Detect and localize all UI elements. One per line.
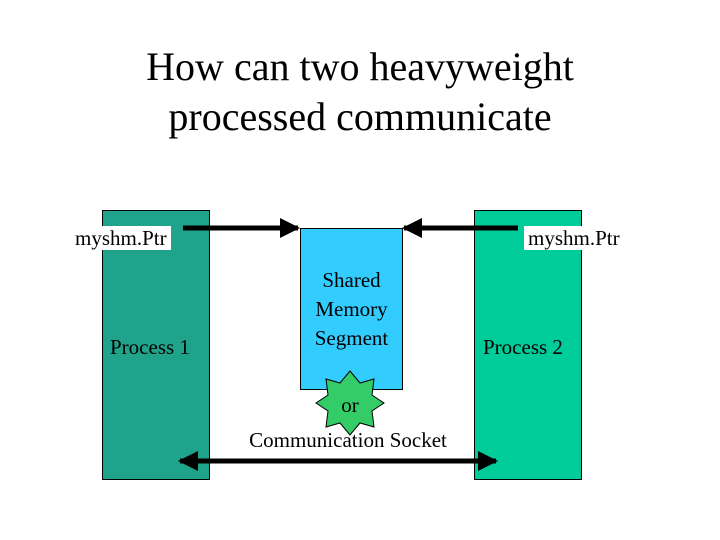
process-1-label: Process 1 (110, 335, 190, 359)
slide-title: How can two heavyweight processed commun… (0, 42, 720, 142)
title-line-2: processed communicate (168, 94, 552, 139)
pointer-label-left: myshm.Ptr (71, 226, 171, 250)
pointer-label-right: myshm.Ptr (524, 226, 624, 250)
communication-socket-label: Communication Socket (249, 428, 447, 452)
process-1-box (102, 210, 210, 480)
or-label: or (341, 393, 359, 417)
title-line-1: How can two heavyweight (146, 44, 574, 89)
shared-memory-line-1: Shared (322, 268, 381, 292)
shared-memory-line-3: Segment (314, 326, 389, 350)
or-star-shape (315, 370, 385, 436)
process-2-box (474, 210, 582, 480)
shared-memory-box (300, 228, 403, 390)
shared-memory-line-2: Memory (315, 297, 388, 321)
process-2-label: Process 2 (483, 335, 563, 359)
shared-memory-label: Shared Memory Segment (300, 266, 403, 353)
